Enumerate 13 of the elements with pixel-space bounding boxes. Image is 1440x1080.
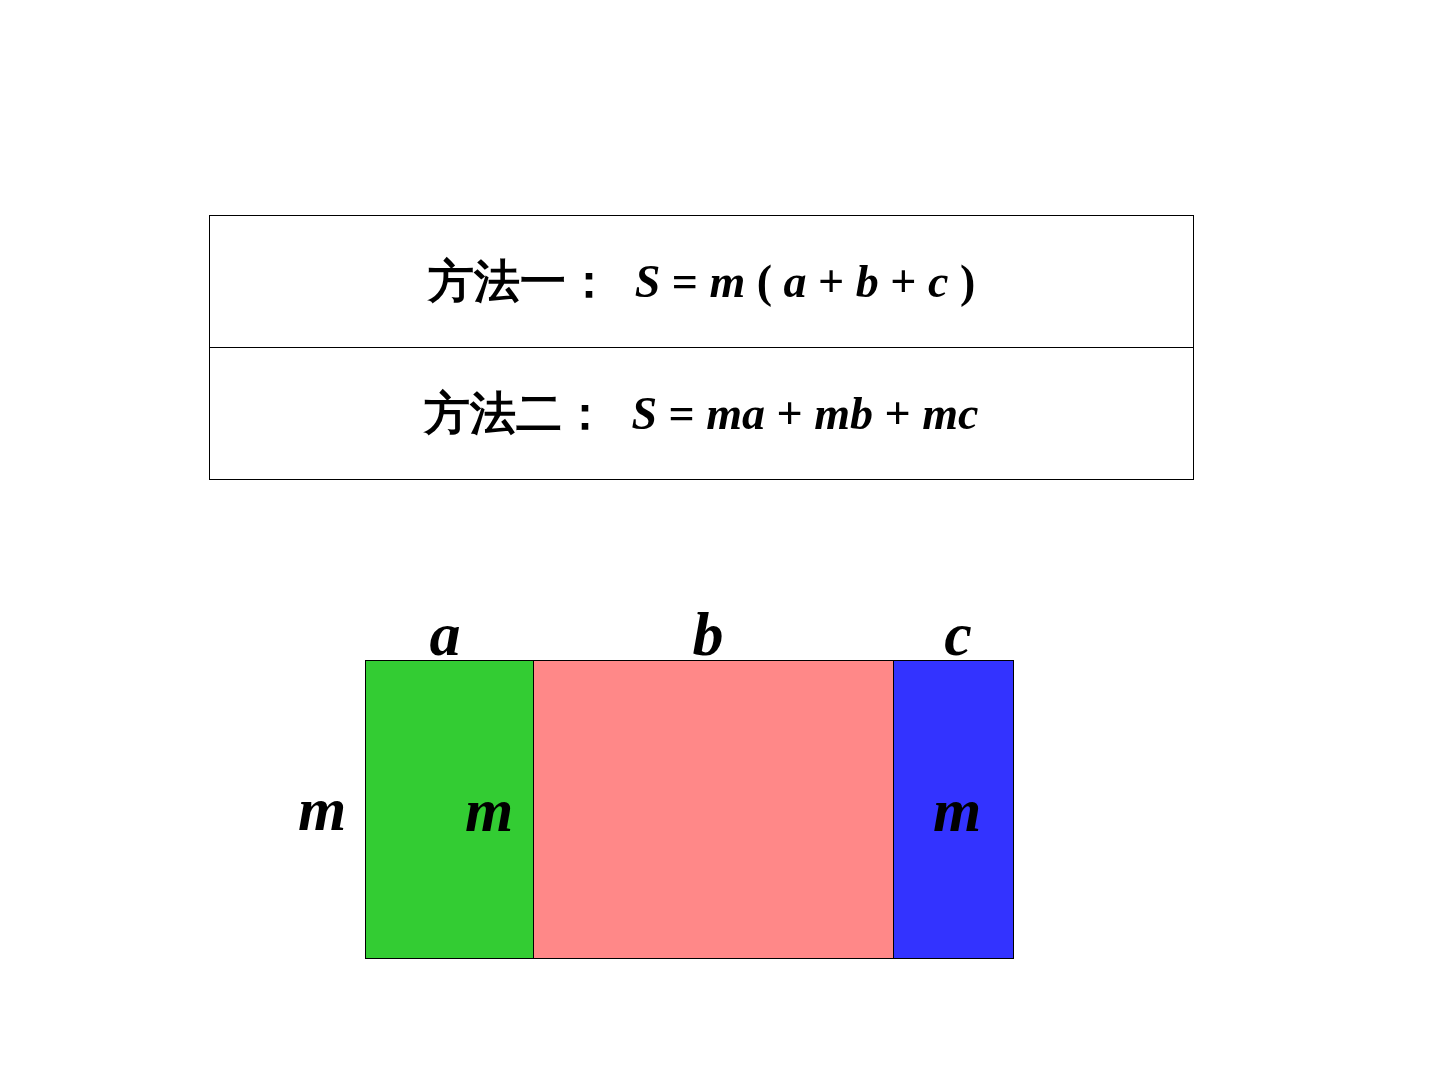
area-rectangle [533, 660, 894, 959]
formula-row [209, 347, 1194, 480]
side-label: a [429, 603, 461, 665]
formula-text: 方法二： S = ma + mb + mc [424, 386, 979, 441]
formula-row [209, 215, 1194, 348]
side-label: m [933, 779, 982, 841]
side-label: b [692, 603, 724, 665]
formula-text: 方法一： S = m ( a + b + c ) [427, 254, 976, 309]
side-label: m [465, 779, 514, 841]
area-rectangle [893, 660, 1014, 959]
area-rectangle [365, 660, 534, 959]
side-label: c [944, 603, 972, 665]
side-label: m [297, 778, 347, 840]
